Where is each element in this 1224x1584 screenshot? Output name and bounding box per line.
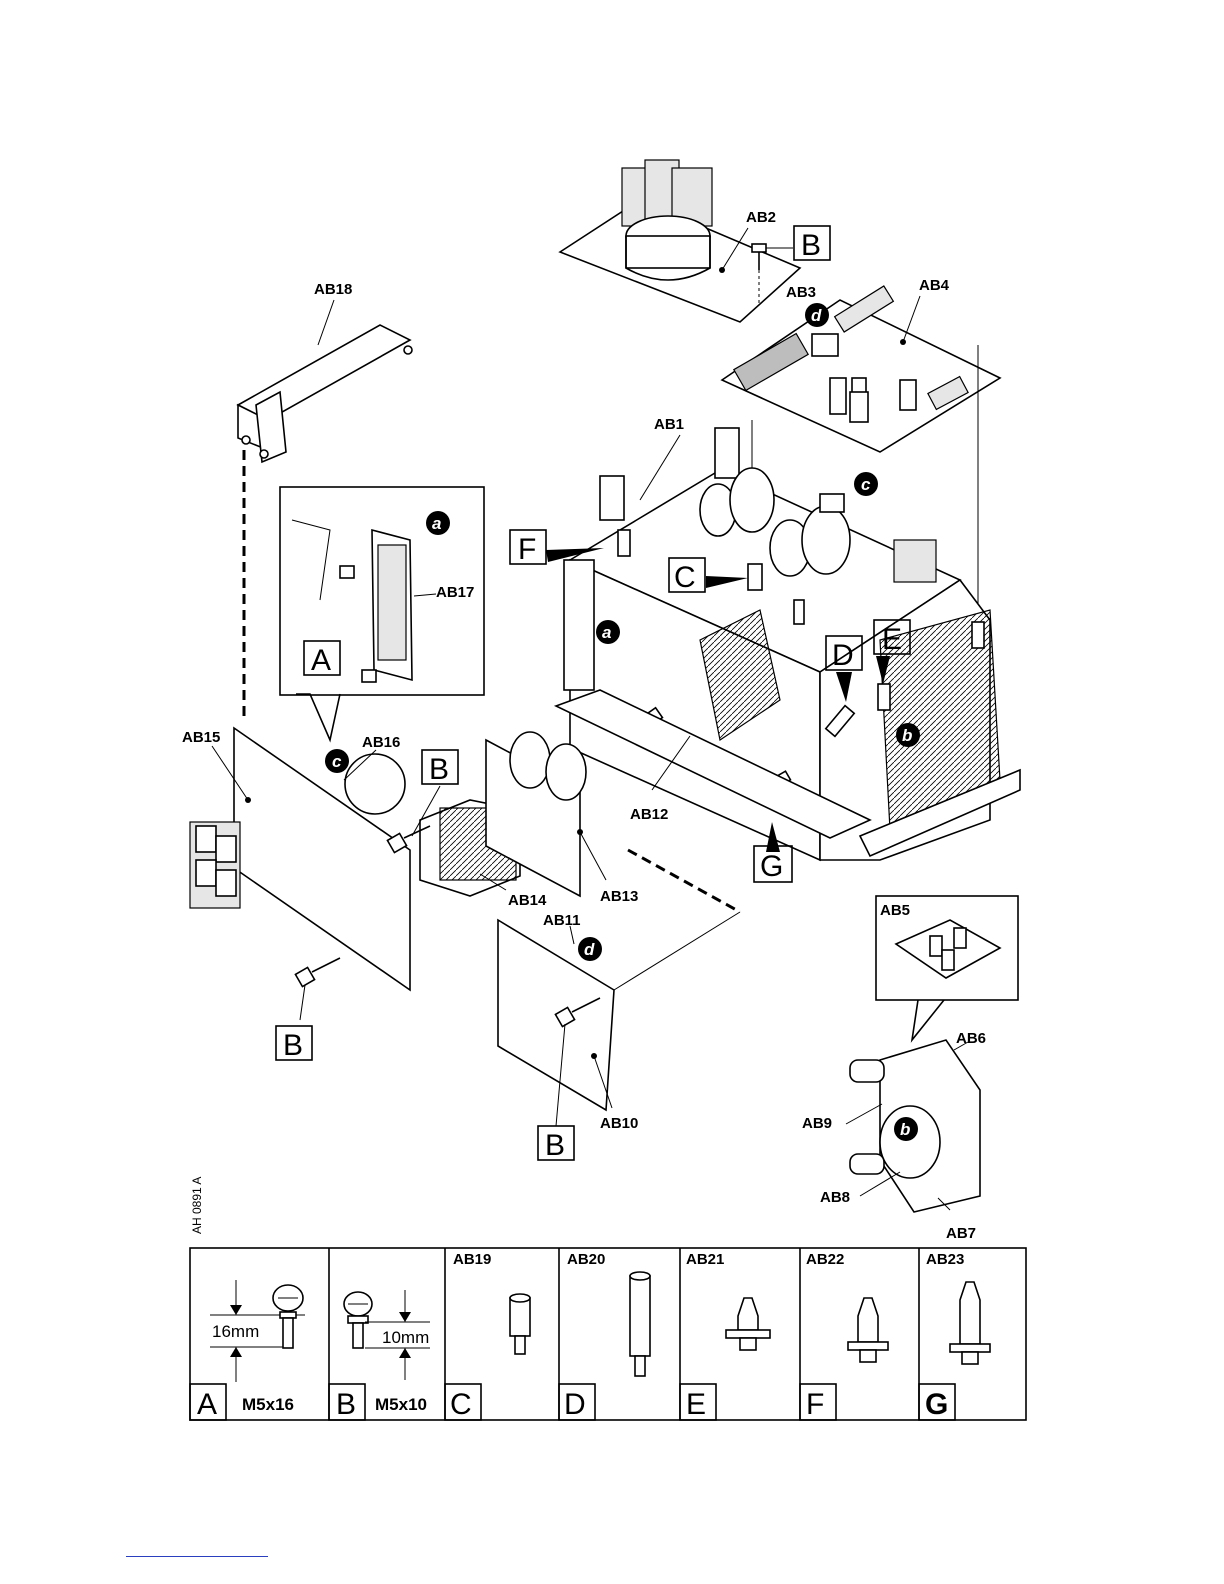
figure-code: AH 0891 A <box>190 1177 204 1234</box>
legend-cell-f: AB22 F <box>800 1251 888 1421</box>
svg-text:M5x16: M5x16 <box>242 1395 294 1414</box>
svg-text:D: D <box>564 1388 586 1421</box>
legend-cell-g: AB23 G <box>919 1251 990 1421</box>
label-ab4: AB4 <box>919 277 950 294</box>
svg-text:16mm: 16mm <box>212 1322 259 1341</box>
legend-cell-a: A M5x16 16mm <box>190 1280 305 1421</box>
transformer-board-ab2 <box>560 160 800 322</box>
svg-text:AB20: AB20 <box>567 1251 605 1268</box>
legend-cell-c: AB19 C <box>445 1251 530 1421</box>
marker-c-top: c <box>854 472 878 496</box>
box-letter-g: G <box>754 846 792 883</box>
label-ab11: AB11 <box>543 912 581 929</box>
svg-text:AB22: AB22 <box>806 1251 844 1268</box>
svg-text:G: G <box>760 850 783 883</box>
svg-text:B: B <box>283 1029 303 1062</box>
legend-cell-b: B M5x10 10mm <box>329 1290 430 1421</box>
box-letter-a-inset: A <box>304 641 340 677</box>
label-ab2: AB2 <box>746 209 776 226</box>
label-ab10: AB10 <box>600 1115 638 1132</box>
box-letter-b-top: B <box>794 226 830 262</box>
marker-d-ab11: d <box>578 937 602 961</box>
label-ab13: AB13 <box>600 888 638 905</box>
svg-text:10mm: 10mm <box>382 1328 429 1347</box>
marker-b-chassis: b <box>896 723 920 747</box>
svg-text:AB21: AB21 <box>686 1251 724 1268</box>
legend-cell-d: AB20 D <box>559 1251 650 1421</box>
svg-text:b: b <box>902 726 912 745</box>
label-ab18: AB18 <box>314 281 352 298</box>
fastener-legend-table: A M5x16 16mm B M5x10 <box>190 1248 1026 1421</box>
box-letter-f: F <box>510 530 546 566</box>
box-letter-b-ab15: B <box>276 1026 312 1062</box>
svg-text:C: C <box>450 1388 472 1421</box>
svg-text:AB23: AB23 <box>926 1251 964 1268</box>
footer-rule <box>126 1556 268 1557</box>
svg-text:d: d <box>584 940 595 959</box>
svg-text:c: c <box>332 752 342 771</box>
inset-ab17 <box>280 487 484 740</box>
svg-text:c: c <box>861 475 871 494</box>
svg-text:E: E <box>686 1388 706 1421</box>
main-chassis-ab1 <box>556 428 1020 860</box>
svg-text:D: D <box>832 639 854 672</box>
label-ab16: AB16 <box>362 734 400 751</box>
marker-b-relay: b <box>894 1117 918 1141</box>
label-ab6: AB6 <box>956 1030 986 1047</box>
label-ab8: AB8 <box>820 1189 850 1206</box>
svg-text:B: B <box>545 1129 565 1162</box>
label-ab9: AB9 <box>802 1115 832 1132</box>
svg-text:E: E <box>882 623 902 656</box>
box-letter-b-ab16: B <box>422 750 458 786</box>
legend-cell-e: AB21 E <box>680 1251 770 1421</box>
svg-text:F: F <box>806 1388 824 1421</box>
svg-text:a: a <box>432 514 441 533</box>
marker-a-chassis: a <box>596 620 620 644</box>
marker-a-inset: a <box>426 511 450 535</box>
label-ab5: AB5 <box>880 902 910 919</box>
svg-text:B: B <box>429 753 449 786</box>
svg-text:A: A <box>197 1388 217 1421</box>
svg-text:d: d <box>811 306 822 325</box>
svg-text:M5x10: M5x10 <box>375 1395 427 1414</box>
label-ab12: AB12 <box>630 806 668 823</box>
svg-text:B: B <box>336 1388 356 1421</box>
svg-text:B: B <box>801 229 821 262</box>
svg-text:a: a <box>602 623 611 642</box>
label-ab1: AB1 <box>654 416 684 433</box>
screw-b-ab15 <box>295 958 340 1020</box>
marker-d-top: d <box>805 303 829 327</box>
label-ab15: AB15 <box>182 729 220 746</box>
svg-text:F: F <box>518 533 536 566</box>
label-ab14: AB14 <box>508 892 547 909</box>
svg-text:G: G <box>925 1388 948 1421</box>
svg-text:A: A <box>311 644 331 677</box>
label-ab3: AB3 <box>786 284 816 301</box>
svg-text:AB19: AB19 <box>453 1251 491 1268</box>
board-ab15 <box>190 728 410 990</box>
marker-c-ab16: c <box>325 749 349 773</box>
box-letter-b-ab10: B <box>538 1126 574 1162</box>
label-ab17: AB17 <box>436 584 474 601</box>
svg-text:C: C <box>674 561 696 594</box>
label-ab7: AB7 <box>946 1225 976 1242</box>
svg-text:b: b <box>900 1120 910 1139</box>
